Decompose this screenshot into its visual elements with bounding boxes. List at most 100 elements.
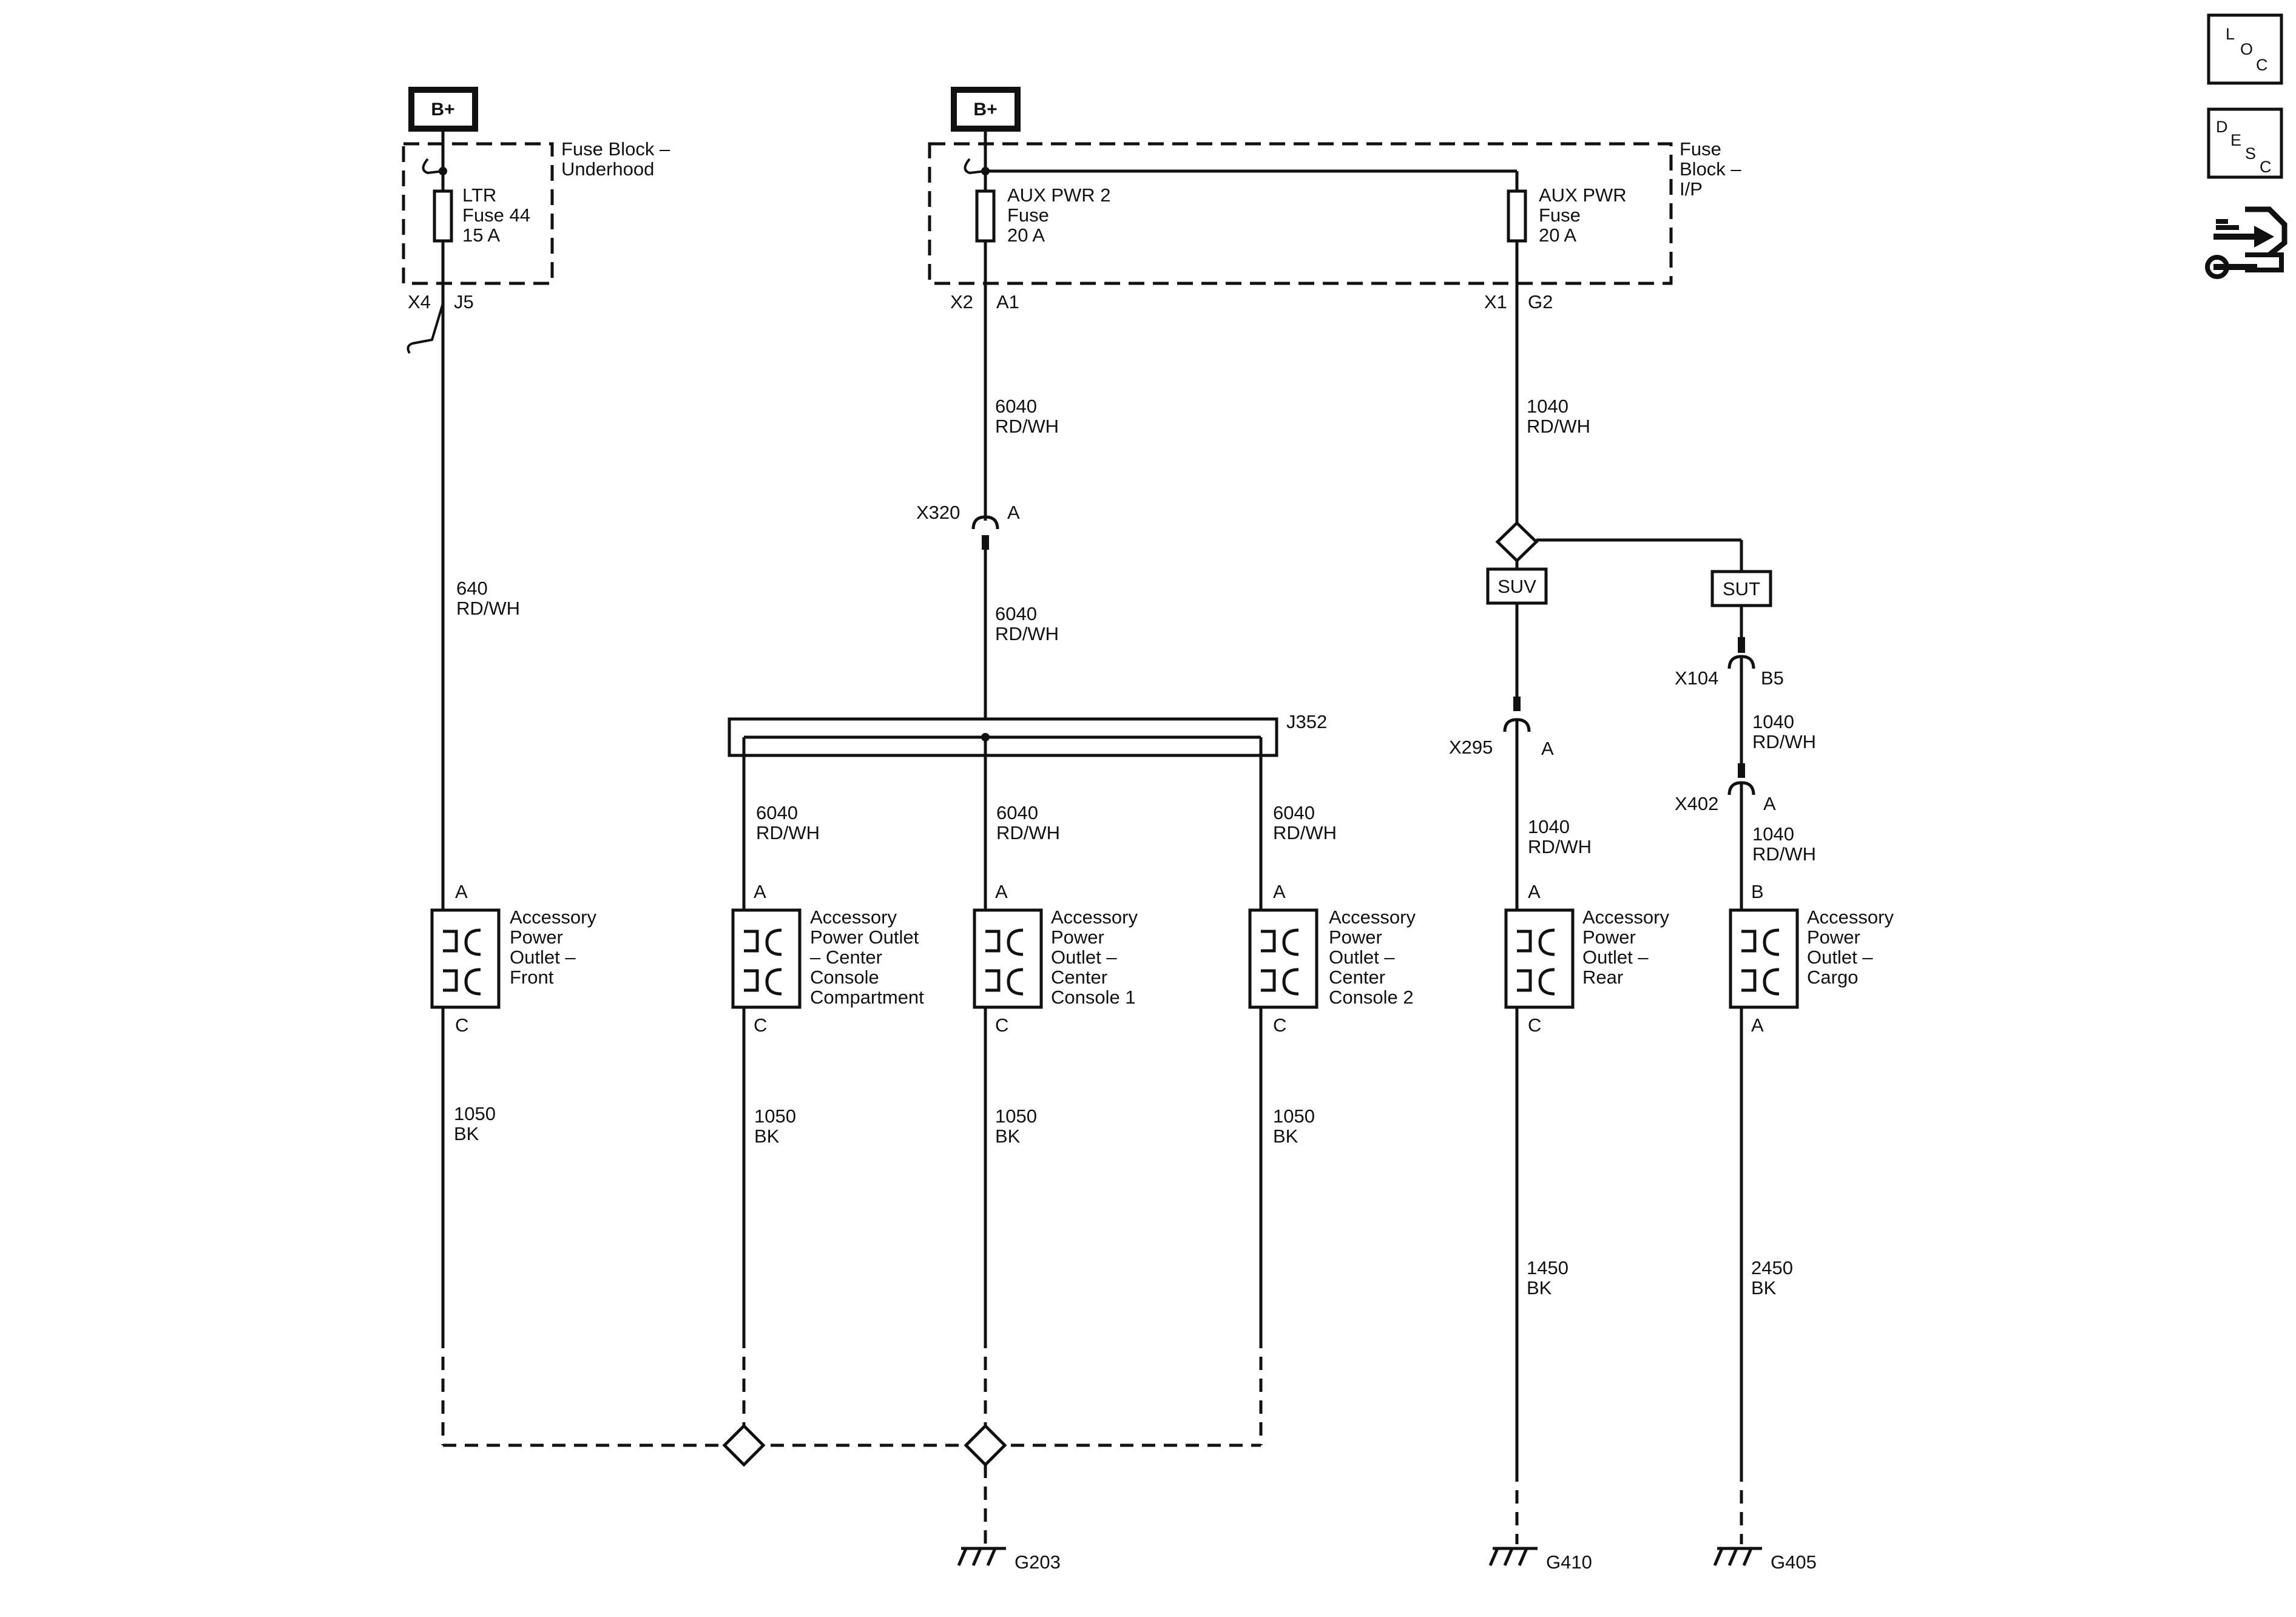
- fuse-aux-label-3: 20 A: [1539, 224, 1576, 246]
- outlet-front-label-3: Outlet –: [510, 947, 576, 968]
- outlet-compartment-label-4: Console: [810, 967, 879, 988]
- loc-letter-c: C: [2256, 56, 2268, 74]
- connector-repair-icon[interactable]: [2205, 206, 2288, 279]
- outlet-console2-label-1: Accessory: [1329, 906, 1416, 928]
- wire-1450-num: 1450: [1527, 1257, 1568, 1278]
- outlet-console1-pin-a: A: [995, 881, 1008, 902]
- wire-6040-b3-num: 6040: [1273, 802, 1315, 823]
- splice-hook-left: [422, 158, 444, 175]
- desc-letter-e: E: [2230, 131, 2241, 149]
- wire-6040-mid-color: RD/WH: [995, 623, 1059, 644]
- connector-x320-pin: A: [1007, 502, 1020, 523]
- wire-6040-top-color: RD/WH: [995, 416, 1059, 437]
- outlet-rear-label-1: Accessory: [1582, 906, 1669, 928]
- bplus-label-left: B+: [431, 100, 454, 120]
- ground-g410-icon: [1488, 1547, 1538, 1566]
- outlet-compartment-pin-a: A: [754, 881, 766, 902]
- outlet-compartment-symbol: [731, 908, 802, 1009]
- desc-letter-c: C: [2260, 158, 2272, 176]
- outlet-rear-label-3: Outlet –: [1582, 947, 1649, 968]
- wire-1050-a-num: 1050: [454, 1103, 496, 1124]
- wire-6040-top-num: 6040: [995, 396, 1037, 417]
- wire-6040-b3-color: RD/WH: [1273, 822, 1337, 843]
- wire-1040-cargo-a-color: RD/WH: [1752, 731, 1816, 752]
- fuse-ltr-label-1: LTR: [462, 184, 496, 206]
- outlet-console1-label-5: Console 1: [1051, 987, 1136, 1008]
- outlet-console1-pin-c: C: [995, 1014, 1008, 1036]
- wire-6040-b2-num: 6040: [996, 802, 1038, 823]
- wire-1040-cargo-b-num: 1040: [1752, 823, 1794, 845]
- fuse-aux2-label-3: 20 A: [1007, 224, 1045, 246]
- outlet-console2-label-3: Outlet –: [1329, 947, 1395, 968]
- wire-1050-d-color: BK: [1273, 1126, 1298, 1147]
- outlet-symbols: [430, 908, 1799, 1009]
- connector-x320-label: X320: [916, 502, 960, 523]
- outlet-console1-label-4: Center: [1051, 967, 1107, 988]
- wire-6040-b1-num: 6040: [756, 802, 798, 823]
- connector-x1-label: X1: [1484, 291, 1507, 312]
- wire-1040-cargo-b-color: RD/WH: [1752, 843, 1816, 865]
- fuse-block-ip-outline: [928, 142, 1673, 285]
- ground-wiring: 1050 BK 1050 BK 1050 BK 1050 BK 1450 BK …: [441, 1007, 1817, 1573]
- outlet-front-label-2: Power: [510, 927, 563, 948]
- wire-1040-top-num: 1040: [1527, 396, 1568, 417]
- outlet-cargo-pin-b: B: [1751, 881, 1764, 902]
- outlet-cargo-label-3: Outlet –: [1807, 947, 1873, 968]
- ground-g203-icon: [957, 1547, 1006, 1566]
- pin-a1-label: A1: [996, 291, 1019, 312]
- ground-g410-label: G410: [1546, 1551, 1592, 1573]
- wire-2450-color: BK: [1751, 1277, 1777, 1298]
- fuse-block-underhood-title-1: Fuse Block –: [561, 138, 670, 160]
- fuse-aux-label-2: Fuse: [1539, 204, 1581, 226]
- connector-x104-pin: B5: [1761, 667, 1784, 689]
- outlet-rear-pin-c: C: [1528, 1014, 1541, 1036]
- fuse-block-underhood-outline: [402, 142, 554, 285]
- fuse-aux-pwr-2: [975, 189, 996, 243]
- fuse-ltr-label-2: Fuse 44: [462, 204, 530, 226]
- connector-x2-label: X2: [950, 291, 973, 312]
- wire-640-color: RD/WH: [456, 598, 520, 619]
- outlet-console1-symbol: [973, 908, 1043, 1009]
- wire-1050-c-num: 1050: [995, 1106, 1037, 1127]
- outlet-labels: Accessory Power Outlet – Front Accessory…: [455, 906, 1894, 1036]
- outlet-compartment-label-3: – Center: [810, 947, 882, 968]
- connector-x104-label: X104: [1675, 667, 1718, 689]
- wire-1040-cargo-a-num: 1040: [1752, 711, 1794, 732]
- wire-1040-top-color: RD/WH: [1527, 416, 1590, 437]
- desc-button[interactable]: D E S C: [2207, 107, 2283, 179]
- outlet-cargo-pin-a: A: [1751, 1014, 1764, 1036]
- fuse-aux-pwr: [1507, 189, 1527, 243]
- bplus-label-center: B+: [973, 100, 997, 120]
- splice-pack-j352: [728, 717, 1278, 757]
- fuse-block-ip-title-2: Block –: [1680, 158, 1741, 180]
- right-supply: 1040 RD/WH SUV SUT X295 A 1040 RD/WH A X…: [1449, 241, 1816, 910]
- option-sut-label: SUT: [1723, 578, 1760, 599]
- center-supply: B+ Fuse Block – I/P AUX PWR 2 Fuse 20 A …: [728, 87, 1741, 910]
- loc-letter-l: L: [2226, 25, 2235, 43]
- wire-2450-num: 2450: [1751, 1257, 1793, 1278]
- outlet-cargo-label-4: Cargo: [1807, 967, 1858, 988]
- fuse-aux2-label-2: Fuse: [1007, 204, 1049, 226]
- loc-button[interactable]: L O C: [2207, 13, 2283, 85]
- option-suv-label: SUV: [1497, 576, 1536, 597]
- outlet-console1-label-2: Power: [1051, 927, 1104, 948]
- outlet-console2-label-2: Power: [1329, 927, 1382, 948]
- connector-x4-symbol: [407, 303, 444, 354]
- fuse-block-ip-title-3: I/P: [1680, 178, 1703, 200]
- outlet-console2-pin-a: A: [1273, 881, 1286, 902]
- outlet-console1-label-1: Accessory: [1051, 906, 1138, 928]
- connector-x295-label: X295: [1449, 737, 1493, 758]
- fuse-ltr-44: [433, 189, 453, 243]
- ground-g203-label: G203: [1015, 1551, 1061, 1573]
- connector-x320-symbol: [971, 515, 999, 530]
- wire-6040-mid-num: 6040: [995, 603, 1037, 624]
- outlet-console2-symbol: [1248, 908, 1319, 1009]
- outlet-rear-label-4: Rear: [1582, 967, 1623, 988]
- loc-letter-o: O: [2240, 40, 2253, 58]
- fuse-aux-label-1: AUX PWR: [1539, 184, 1627, 206]
- connector-x402-label: X402: [1675, 793, 1718, 814]
- wire-1450-color: BK: [1527, 1277, 1552, 1298]
- connector-x402-pin: A: [1763, 793, 1776, 814]
- outlet-rear-symbol: [1504, 908, 1575, 1009]
